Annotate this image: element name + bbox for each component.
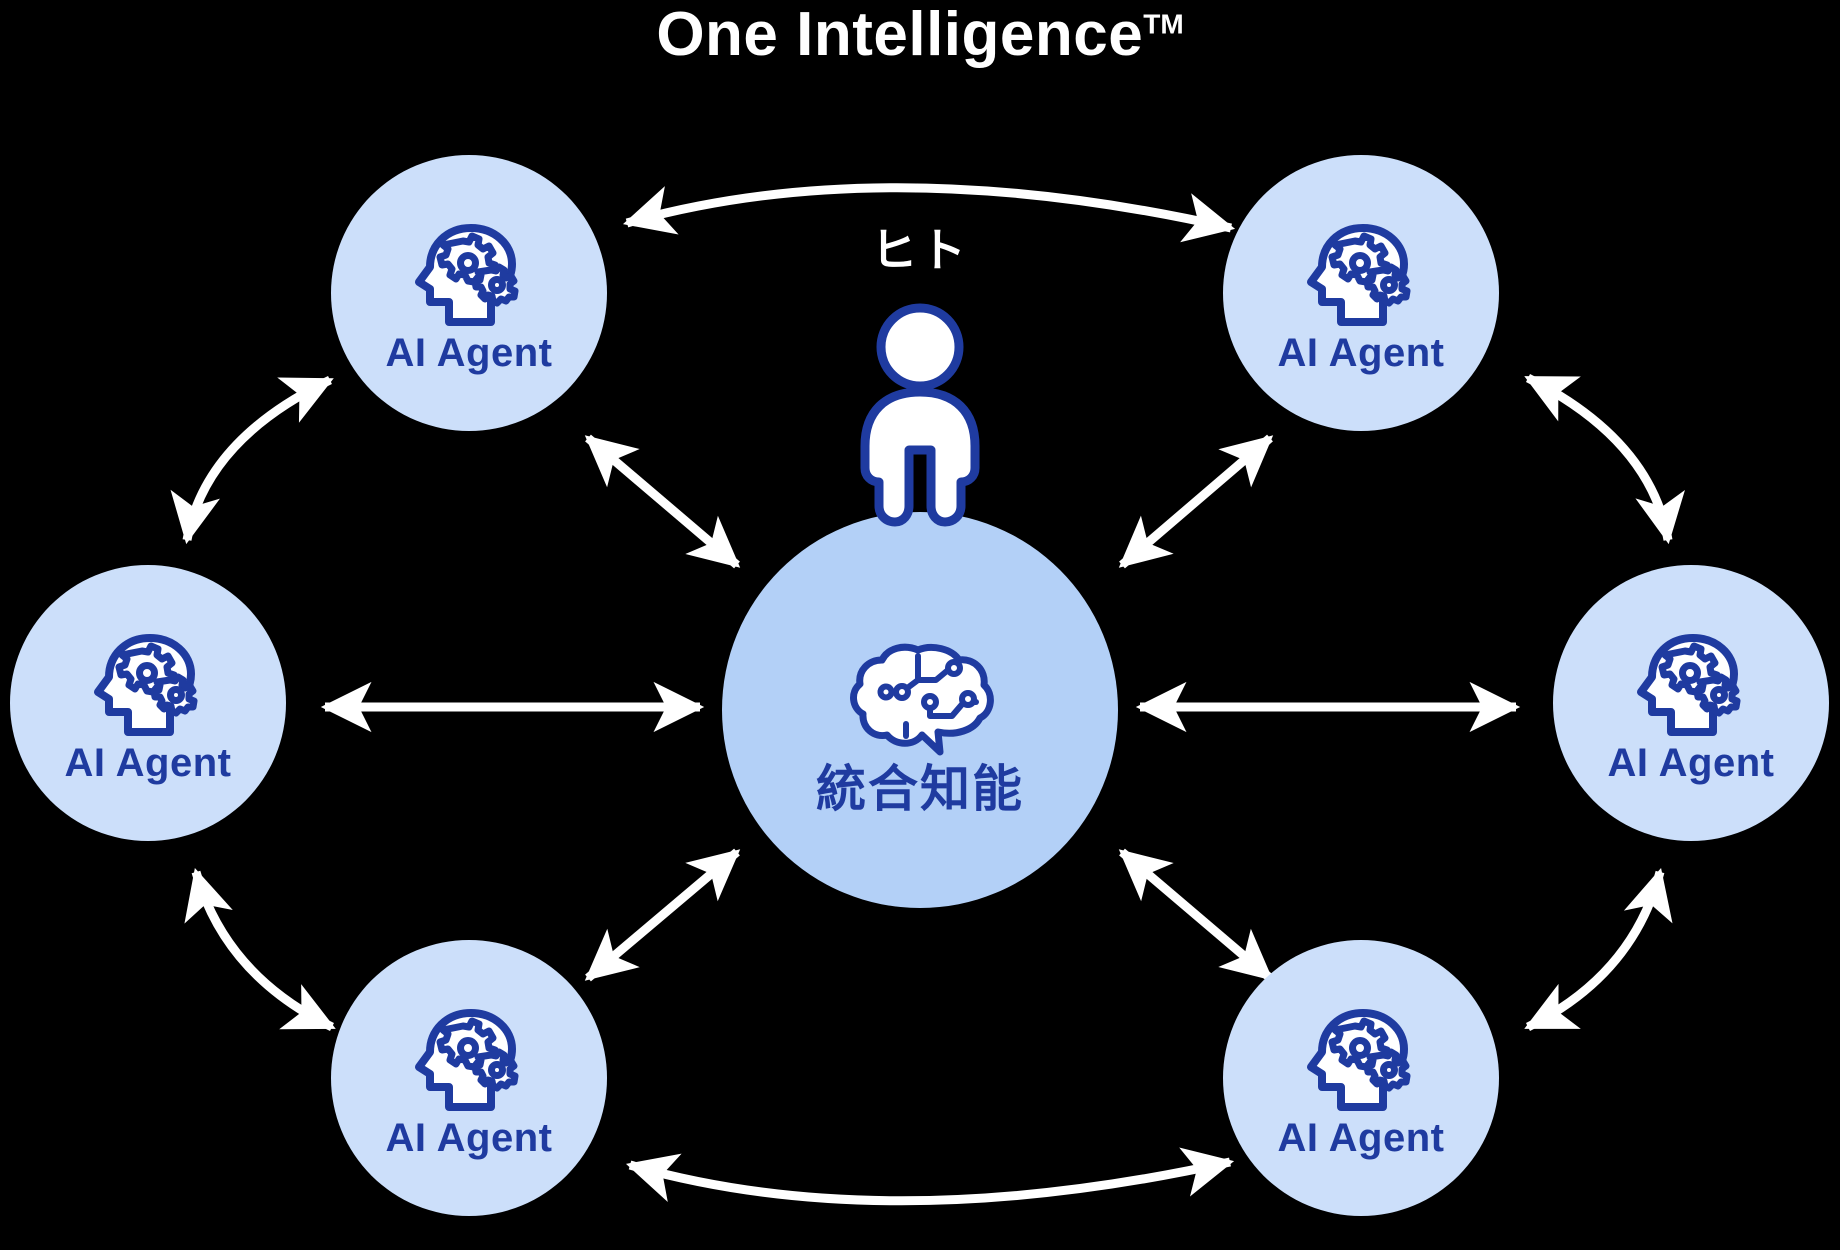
arrow-topleft-topright bbox=[622, 183, 1236, 243]
arrow-topright-middleright bbox=[1524, 373, 1685, 545]
arrow-middleright-bottomright bbox=[1524, 867, 1673, 1032]
head-gears-icon bbox=[413, 219, 525, 331]
head-gears-icon bbox=[1305, 1004, 1417, 1116]
page-title: One IntelligenceTM bbox=[0, 2, 1840, 67]
arrow-topleft-middleleft bbox=[170, 375, 334, 545]
agent-label: AI Agent bbox=[1277, 1116, 1445, 1160]
arrow-middleleft-bottomleft bbox=[184, 867, 336, 1032]
node-ai-agent-top-left[interactable]: AI Agent bbox=[331, 155, 607, 431]
node-ai-agent-bottom-right[interactable]: AI Agent bbox=[1223, 940, 1499, 1216]
agent-label: AI Agent bbox=[385, 331, 553, 375]
person-icon bbox=[845, 300, 995, 535]
node-ai-agent-middle-right[interactable]: AI Agent bbox=[1553, 565, 1829, 841]
node-ai-agent-bottom-left[interactable]: AI Agent bbox=[331, 940, 607, 1216]
node-integrated-intelligence[interactable]: 統合知能 bbox=[722, 512, 1118, 908]
arrow-center-bottomleft bbox=[584, 848, 741, 982]
agent-label: AI Agent bbox=[64, 741, 232, 785]
trademark-symbol: TM bbox=[1143, 8, 1184, 40]
head-gears-icon bbox=[1305, 219, 1417, 331]
arrow-center-bottomright bbox=[1118, 848, 1274, 982]
node-ai-agent-top-right[interactable]: AI Agent bbox=[1223, 155, 1499, 431]
arrow-center-topright bbox=[1118, 434, 1274, 569]
agent-label: AI Agent bbox=[1607, 741, 1775, 785]
title-text: One Intelligence bbox=[656, 0, 1144, 69]
human-label: ヒト bbox=[871, 224, 969, 276]
agent-label: AI Agent bbox=[385, 1116, 553, 1160]
arrow-bottomleft-bottomright bbox=[625, 1147, 1235, 1206]
arrow-center-topleft bbox=[584, 434, 741, 569]
head-gears-icon bbox=[92, 629, 204, 741]
node-ai-agent-middle-left[interactable]: AI Agent bbox=[10, 565, 286, 841]
brain-circuit-icon bbox=[844, 640, 996, 760]
head-gears-icon bbox=[1635, 629, 1747, 741]
center-node-label: 統合知能 bbox=[816, 761, 1024, 817]
head-gears-icon bbox=[413, 1004, 525, 1116]
agent-label: AI Agent bbox=[1277, 331, 1445, 375]
